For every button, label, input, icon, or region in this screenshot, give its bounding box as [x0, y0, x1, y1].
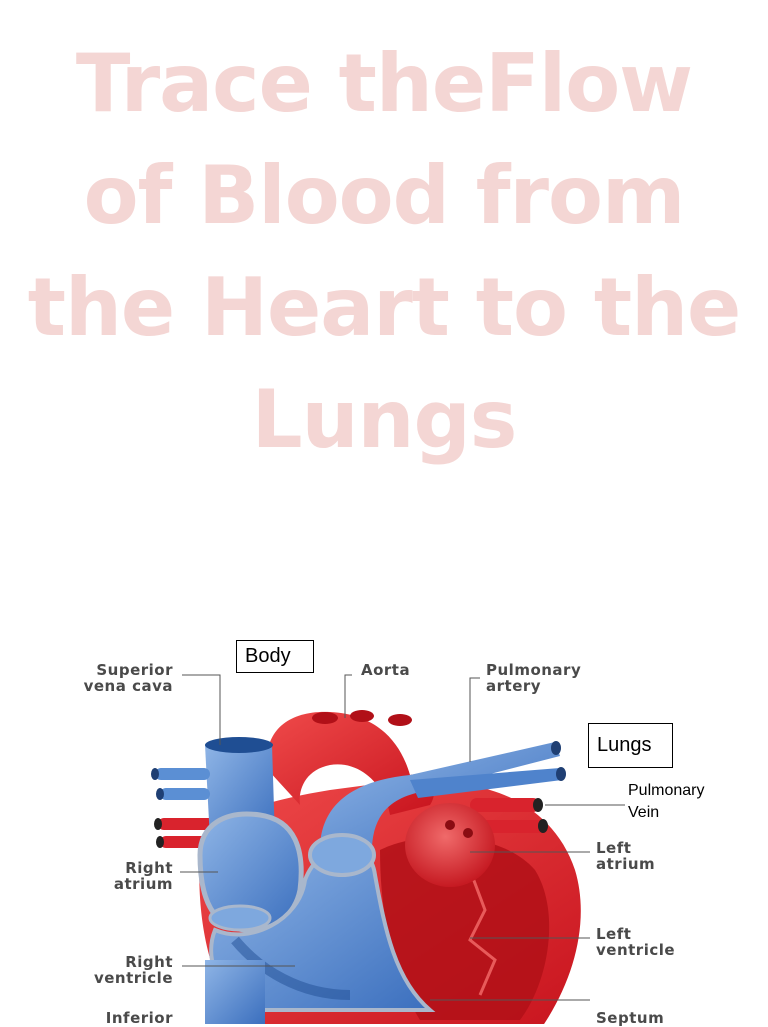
- left-atrium: [405, 803, 495, 887]
- label-pulmonary-artery: Pulmonary artery: [486, 662, 581, 694]
- title-line-3: the Heart to the: [27, 261, 742, 354]
- label-right-atrium-line-1: Right: [125, 859, 173, 877]
- label-right-ventricle: Right ventricle: [60, 954, 173, 986]
- label-right-atrium: Right atrium: [80, 860, 173, 892]
- label-right-atrium-line-2: atrium: [113, 875, 173, 893]
- label-aorta: Aorta: [361, 661, 411, 679]
- label-superior-vena-cava-line-1: Superior: [96, 661, 173, 679]
- label-left-ventricle: Left ventricle: [596, 926, 675, 958]
- title-line-4: Lungs: [251, 373, 518, 466]
- label-left-ventricle-line-2: ventricle: [596, 941, 676, 959]
- heart-illustration: [151, 674, 625, 1024]
- title-line-2: of Blood from: [83, 149, 686, 242]
- annotation-pulmonary-vein-line-2: Vein: [628, 804, 660, 821]
- pulmonary-vein-upper: [470, 798, 540, 812]
- annotation-lungs-box: Lungs: [588, 723, 673, 768]
- label-superior-vena-cava-line-2: vena cava: [83, 677, 173, 695]
- title-line-1: Trace theFlow: [75, 37, 693, 130]
- annotation-pulmonary-vein-line-1: Pulmonary: [628, 782, 705, 799]
- label-inferior: Inferior: [105, 1009, 173, 1027]
- label-left-ventricle-line-1: Left: [596, 925, 632, 943]
- annotation-pulmonary-vein: Pulmonary Vein: [628, 780, 704, 824]
- heart-diagram: Superior vena cava Aorta Pulmonary arter…: [0, 600, 768, 1027]
- label-septum: Septum: [596, 1009, 665, 1027]
- label-right-ventricle-line-1: Right: [125, 953, 173, 971]
- label-superior-vena-cava: Superior vena cava: [40, 662, 173, 694]
- label-pulmonary-artery-line-1: Pulmonary: [486, 661, 582, 679]
- inferior-vena-cava: [205, 960, 265, 1024]
- label-right-ventricle-line-2: ventricle: [93, 969, 173, 987]
- label-pulmonary-artery-line-2: artery: [486, 677, 542, 695]
- slide-title: Trace theFlow of Blood from the Heart to…: [0, 28, 768, 476]
- annotation-body-box: Body: [236, 640, 314, 673]
- label-left-atrium: Left atrium: [596, 840, 655, 872]
- left-ventricle-chamber: [380, 836, 550, 1020]
- label-left-atrium-line-1: Left: [596, 839, 632, 857]
- label-left-atrium-line-2: atrium: [596, 855, 656, 873]
